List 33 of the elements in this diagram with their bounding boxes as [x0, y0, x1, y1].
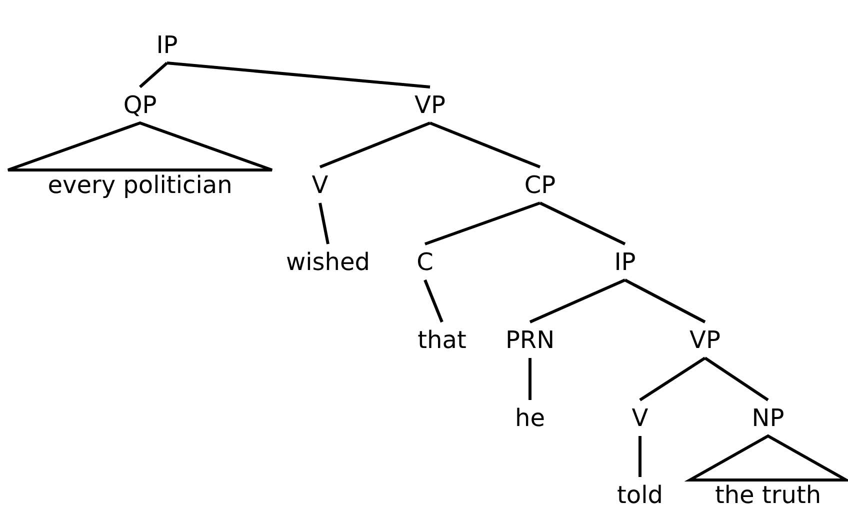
tree-label: wished: [286, 247, 370, 277]
tree-label: every politician: [48, 170, 232, 200]
tree-label: V: [632, 403, 648, 433]
branch-line: [424, 279, 444, 323]
tree-label: VP: [414, 90, 446, 120]
tree-label: CP: [524, 170, 556, 200]
branch-line: [424, 202, 540, 246]
tree-label: IP: [156, 30, 178, 60]
tree-label: he: [515, 403, 545, 433]
tree-label: IP: [614, 247, 636, 277]
branch-line: [139, 62, 168, 88]
branch-line: [429, 122, 541, 168]
branch-line: [319, 122, 431, 168]
branch-line: [639, 356, 706, 402]
triangle-branch: [684, 434, 848, 482]
branch-line: [166, 62, 430, 88]
branch-line: [704, 356, 769, 402]
tree-label: told: [617, 480, 663, 510]
tree-label: PRN: [505, 325, 555, 355]
tree-label: that: [418, 325, 466, 355]
branch-line: [638, 436, 642, 477]
branch-line: [529, 278, 626, 324]
branch-line: [539, 202, 626, 246]
tree-label: V: [312, 170, 328, 200]
triangle-branch: [6, 121, 274, 172]
tree-label: VP: [690, 325, 720, 355]
tree-label: the truth: [714, 480, 822, 510]
branch-line: [318, 202, 330, 244]
branch-line: [528, 358, 532, 400]
tree-label: NP: [752, 403, 784, 433]
tree-label: C: [416, 247, 434, 277]
branch-line: [624, 278, 706, 324]
tree-label: QP: [123, 90, 157, 120]
